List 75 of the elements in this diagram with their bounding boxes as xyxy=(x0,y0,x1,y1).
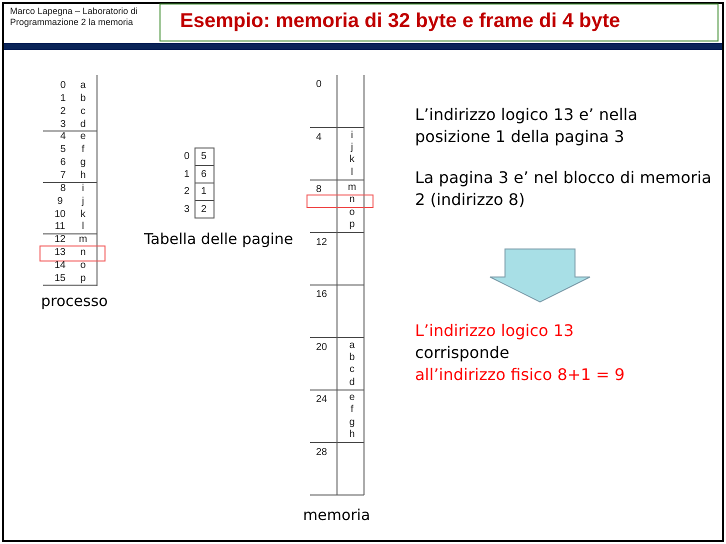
header-text: Marco Lapegna – Laboratorio di Programmazione 2 la memoria xyxy=(10,6,139,28)
address-number: 20 xyxy=(316,342,328,352)
table-caption: processo xyxy=(41,294,108,309)
statement-text: all’indirizzo fisico 8+1 = 9 xyxy=(415,364,625,386)
address-number: 8 xyxy=(59,184,67,194)
memory-content: g xyxy=(348,418,356,428)
memory-content: m xyxy=(78,235,88,246)
memory-content: g xyxy=(79,158,87,168)
statement-text: L’indirizzo logico 13 e’ nella posizione 1 della pagina 3 xyxy=(415,104,639,148)
address-number: 1 xyxy=(59,94,67,104)
address-number: 24 xyxy=(316,395,328,405)
frame-number: 2 xyxy=(201,204,207,214)
memory-content: c xyxy=(348,365,356,376)
memory-content: o xyxy=(348,208,356,218)
page-number: 1 xyxy=(184,170,190,180)
memory-content: j xyxy=(80,196,86,207)
memory-content: n xyxy=(79,248,87,258)
memory-content: a xyxy=(348,340,356,350)
address-number: 5 xyxy=(59,145,67,156)
memory-content: f xyxy=(80,145,86,156)
address-number: 6 xyxy=(59,158,67,168)
memory-content: f xyxy=(350,405,354,416)
memory-content: p xyxy=(79,274,87,284)
address-number: 12 xyxy=(53,235,67,246)
table-caption: memoria xyxy=(303,508,370,523)
memory-content: h xyxy=(79,170,87,181)
memory-content: e xyxy=(348,393,356,403)
address-number: 2 xyxy=(59,106,67,117)
address-number: 28 xyxy=(316,448,328,458)
table-caption: Tabella delle pagine xyxy=(144,232,294,247)
memory-content: a xyxy=(79,81,87,91)
address-number: 13 xyxy=(53,248,67,258)
memory-content: d xyxy=(79,120,87,130)
statement-text: L’indirizzo logico 13 xyxy=(415,320,574,342)
memory-content: m xyxy=(346,183,358,193)
address-number: 11 xyxy=(54,222,66,232)
address-number: 15 xyxy=(53,274,67,284)
frame-number: 5 xyxy=(201,152,207,162)
address-number: 9 xyxy=(56,196,64,207)
address-number: 7 xyxy=(59,170,67,181)
address-number: 10 xyxy=(53,210,67,220)
memory-content: p xyxy=(348,220,356,230)
memory-content: h xyxy=(348,430,356,440)
memory-content: k xyxy=(348,155,356,166)
memory-content: b xyxy=(79,94,87,104)
page-title: Esempio: memoria di 32 byte e frame di 4 byte xyxy=(180,11,620,31)
address-number: 14 xyxy=(53,260,67,271)
memory-content: b xyxy=(348,352,356,363)
address-number: 0 xyxy=(316,80,322,90)
address-number: 12 xyxy=(316,238,328,248)
memory-content: i xyxy=(80,184,86,194)
memory-content: l xyxy=(80,222,86,232)
address-number: 0 xyxy=(59,81,67,91)
frame-number: 1 xyxy=(201,187,207,197)
address-number: 4 xyxy=(59,132,67,142)
memory-content: l xyxy=(350,168,354,178)
memory-content: o xyxy=(79,260,87,271)
frame-number: 6 xyxy=(201,170,207,180)
memory-content: d xyxy=(348,378,356,388)
address-number: 4 xyxy=(316,132,322,142)
block-arrow xyxy=(490,248,590,303)
memory-content: i xyxy=(350,130,354,140)
page-number: 3 xyxy=(184,204,190,214)
address-number: 3 xyxy=(59,120,67,130)
memory-content: k xyxy=(80,210,86,220)
memory-content: c xyxy=(80,106,86,117)
address-number: 16 xyxy=(316,290,328,300)
page-number: 0 xyxy=(184,152,190,162)
memory-content: e xyxy=(79,132,87,142)
statement-text: corrisponde xyxy=(415,342,510,364)
statement-text: La pagina 3 e’ nel blocco di memoria 2 (indirizzo 8) xyxy=(415,167,712,211)
memory-content: j xyxy=(350,142,354,153)
page-number: 2 xyxy=(184,187,190,197)
address-number: 8 xyxy=(316,185,322,195)
memory-content: n xyxy=(348,195,356,206)
